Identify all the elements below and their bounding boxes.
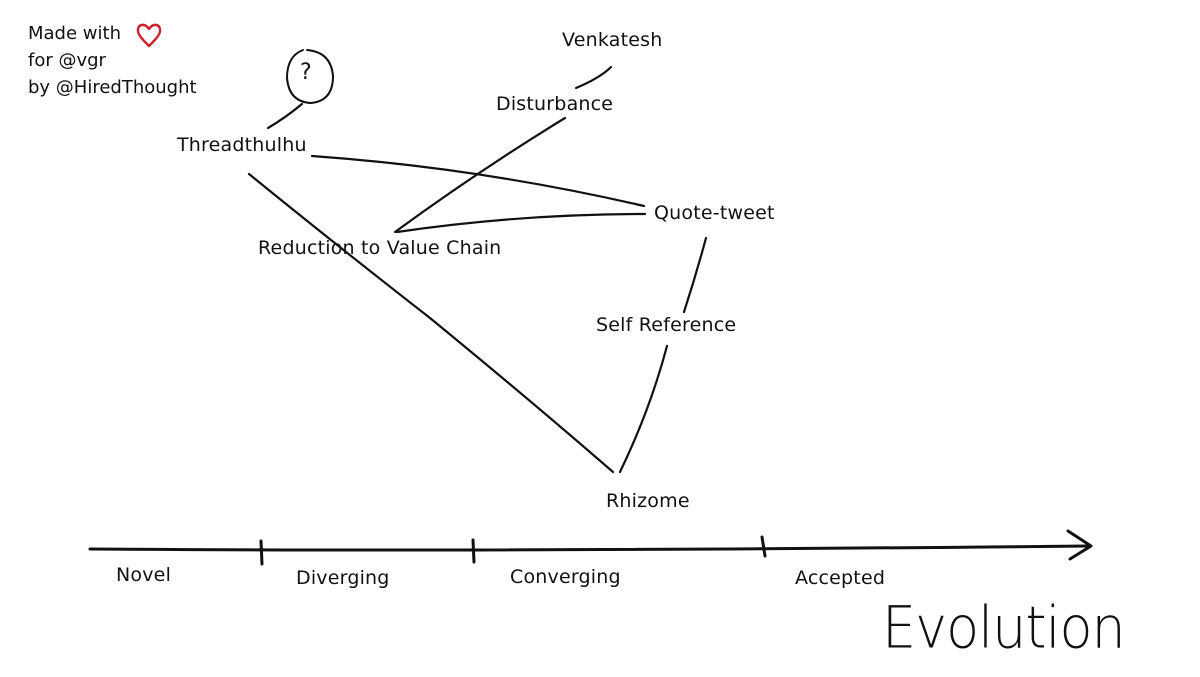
- axis-tick-converging: [471, 538, 476, 564]
- axis-tick-accepted: [760, 535, 767, 558]
- link-disturbance-reduction: [393, 116, 567, 234]
- link-reduction-quote-tweet: [395, 212, 647, 234]
- link-quote-tweet-self-reference: [682, 236, 708, 314]
- evolution-axis-arrowhead: [1066, 529, 1093, 561]
- node-reduction-to-value-chain: Reduction to Value Chain: [258, 237, 502, 259]
- node-quote-tweet: Quote-tweet: [654, 202, 775, 224]
- node-disturbance: Disturbance: [496, 93, 614, 115]
- link-threadthulhu-rhizome: [247, 172, 615, 474]
- credit-block: Made with for @vgr by @HiredThought: [28, 20, 197, 101]
- credit-for: for @vgr: [28, 50, 106, 71]
- axis-title-evolution: Evolution: [882, 593, 1126, 662]
- axis-stage-diverging: Diverging: [296, 567, 390, 589]
- node-venkatesh: Venkatesh: [562, 29, 663, 51]
- node-self-reference: Self Reference: [596, 314, 737, 336]
- question-mark-label: ?: [300, 60, 312, 85]
- link-question-threadthulhu: [266, 102, 304, 130]
- link-venkatesh-disturbance: [574, 65, 613, 90]
- question-bubble: [286, 49, 334, 104]
- credit-by: by @HiredThought: [28, 77, 197, 98]
- link-self-reference-rhizome: [618, 344, 669, 474]
- heart-icon: [136, 23, 162, 48]
- axis-stage-converging: Converging: [510, 566, 621, 588]
- axis-stage-accepted: Accepted: [795, 567, 886, 589]
- axis-stage-novel: Novel: [116, 564, 172, 586]
- node-threadthulhu: Threadthulhu: [177, 134, 307, 156]
- link-threadthulhu-quote-tweet: [310, 154, 646, 208]
- node-rhizome: Rhizome: [606, 490, 690, 512]
- evolution-axis-line: [88, 544, 1090, 552]
- credit-made-with: Made with: [28, 23, 121, 44]
- axis-tick-diverging: [259, 539, 264, 566]
